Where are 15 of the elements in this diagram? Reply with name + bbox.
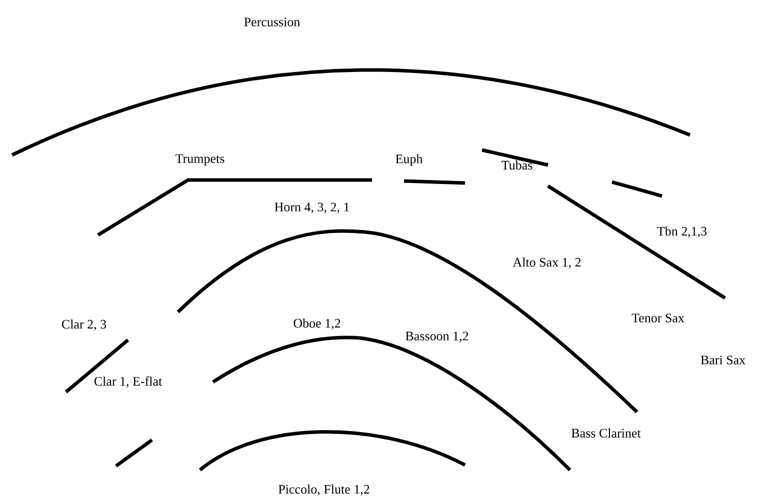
section-label: Bassoon 1,2 [406,332,468,342]
section-label: Clar 1, E-flat [94,376,162,388]
section-label: Bari Sax [700,356,746,364]
section-label: Tubas [502,160,532,170]
section-label: Bass Clarinet [572,428,641,438]
section-label: Horn 4, 3, 2, 1 [274,202,349,214]
section-label: Piccolo, Flute 1,2 [278,484,370,496]
section-label: Trumpets [176,154,224,166]
section-label: Alto Sax 1, 2 [512,258,581,269]
section-label: Percussion [244,18,300,26]
section-label: Tbn 2,1,3 [657,226,707,238]
section-label: Oboe 1,2 [294,318,340,330]
section-label: Euph [396,154,423,166]
section-label: Tenor Sax [632,314,684,322]
section-label: Clar 2, 3 [62,320,106,331]
